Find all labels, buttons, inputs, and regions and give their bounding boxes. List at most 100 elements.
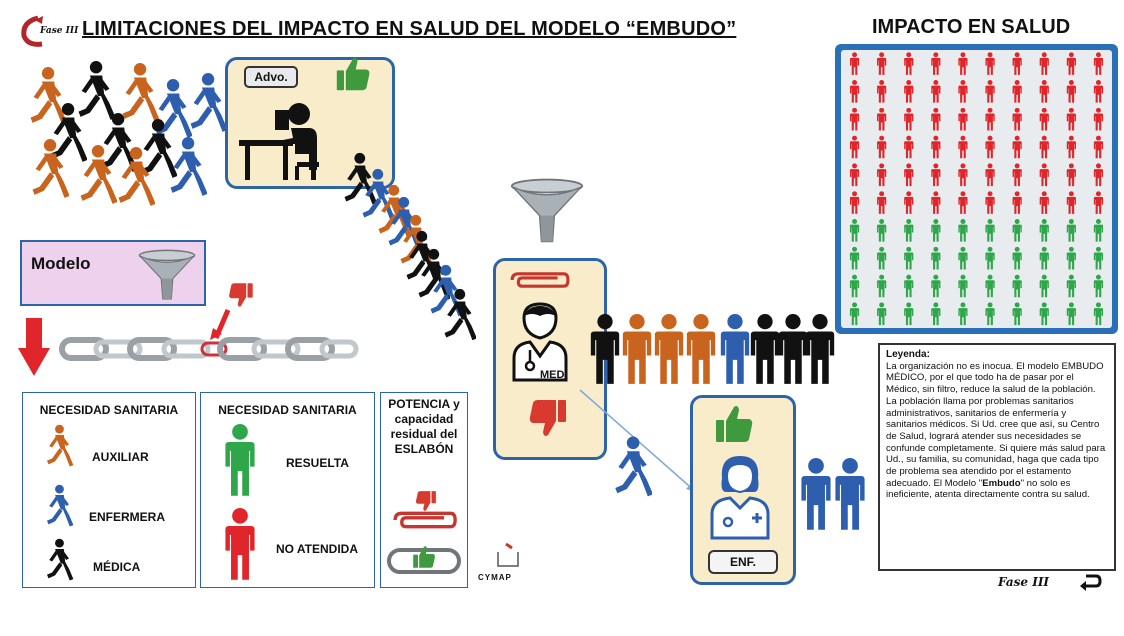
waiting-person [654,314,684,384]
impact-person-resolved [985,246,995,270]
impact-person-unattended [904,163,914,187]
impact-person-unattended [931,163,941,187]
need-outcomes-panel: NECESIDAD SANITARIA [200,392,375,588]
need-roles-title: NECESIDAD SANITARIA [39,403,179,417]
impact-grid [849,52,1104,326]
waiting-person [805,314,835,384]
fase-label: Fase III [998,575,1050,589]
impact-person-resolved [1093,219,1104,242]
impact-person-unattended [1066,191,1076,214]
enfermera-person-icon [47,484,74,527]
impact-person-unattended [904,191,914,214]
impact-person-resolved [1012,274,1022,298]
impact-person-unattended [1066,80,1076,103]
impact-person-unattended [985,191,995,214]
crowd-person [122,63,159,122]
impact-person-unattended [958,107,968,131]
crowd-person [190,73,227,132]
chain-icon [59,337,359,361]
impact-person-unattended [1066,163,1076,187]
outcome-no-atendida: NO ATENDIDA [276,542,358,556]
impact-person-resolved [958,219,968,242]
waiting-person [750,314,780,384]
down-arrow-icon [18,318,50,376]
impact-person-resolved [931,274,941,298]
waiting-person [778,314,808,384]
chain-diagram [18,283,359,376]
impact-person-unattended [958,163,968,187]
impact-person-unattended [931,135,941,159]
role-enfermera: ENFERMERA [89,510,166,524]
impact-person-resolved [1093,246,1104,270]
impact-person-unattended [1066,135,1076,159]
impact-person-unattended [877,107,887,131]
impact-person-resolved [1039,302,1049,326]
impact-person-resolved [1093,302,1104,326]
legend-paragraph-1: La organización no es inocua. El modelo … [886,360,1104,396]
impact-person-unattended [931,191,941,214]
crowd-person [80,145,117,204]
impact-person-resolved [877,246,887,270]
crowd-person [78,61,115,120]
impact-person-resolved [1039,274,1049,298]
impact-person-unattended [985,52,995,75]
impact-person-resolved [931,302,941,326]
descending-queue [344,152,476,341]
waiting-person [622,314,652,384]
thumbs-up-icon [716,406,753,442]
cymap-brand: CYMAP [478,573,512,582]
waiting-person [720,314,750,384]
impact-person-unattended [1012,191,1022,214]
enf-patient [835,458,865,530]
impact-grid-frame [835,44,1118,334]
impact-person-resolved [1012,302,1022,326]
impact-person-unattended [985,80,995,103]
impact-person-unattended [904,52,914,75]
impact-person-unattended [1093,107,1104,131]
impact-person-resolved [849,219,860,242]
impact-title: IMPACTO EN SALUD [872,16,1071,38]
impact-person-unattended [877,80,887,103]
impact-person-unattended [985,163,995,187]
impact-person-unattended [1039,107,1049,131]
impact-person-unattended [985,107,995,131]
impact-person-unattended [931,52,941,75]
thumbs-down-icon [229,283,253,307]
crowd-person [30,67,67,126]
need-roles-panel: NECESIDAD SANITARIA [22,392,196,588]
impact-person-resolved [1066,274,1076,298]
weak-link-icon [393,491,458,529]
impact-person-unattended [849,107,860,131]
impact-person-resolved [877,302,887,326]
impact-person-resolved [1066,246,1076,270]
legend-p2-start: La población llama por problemas sanitar… [886,395,1106,489]
strong-link-icon [387,546,461,574]
impact-person-resolved [849,274,860,298]
impact-person-unattended [1012,80,1022,103]
legend-heading: Leyenda: [886,349,930,360]
medica-person-icon [47,538,74,581]
impact-person-unattended [849,80,860,103]
impact-person-unattended [958,191,968,214]
cymap-logo [21,15,43,47]
thumbs-down-icon [529,400,566,436]
impact-person-unattended [904,107,914,131]
impact-person-unattended [958,80,968,103]
impact-person-resolved [904,274,914,298]
impact-person-unattended [958,52,968,75]
impact-person-resolved [985,219,995,242]
impact-person-unattended [849,163,860,187]
impact-person-unattended [1093,163,1104,187]
impact-person-resolved [849,302,860,326]
impact-person-resolved [904,219,914,242]
impact-person-unattended [849,135,860,159]
impact-person-resolved [877,219,887,242]
logo-fase-label: Fase III [40,26,79,36]
impact-person-unattended [877,52,887,75]
impact-person-resolved [985,274,995,298]
impact-person-unattended [931,107,941,131]
doctor-icon [512,302,568,382]
impact-person-unattended [1012,52,1022,75]
return-arrow-icon[interactable] [1078,572,1102,592]
impact-person-unattended [877,191,887,214]
